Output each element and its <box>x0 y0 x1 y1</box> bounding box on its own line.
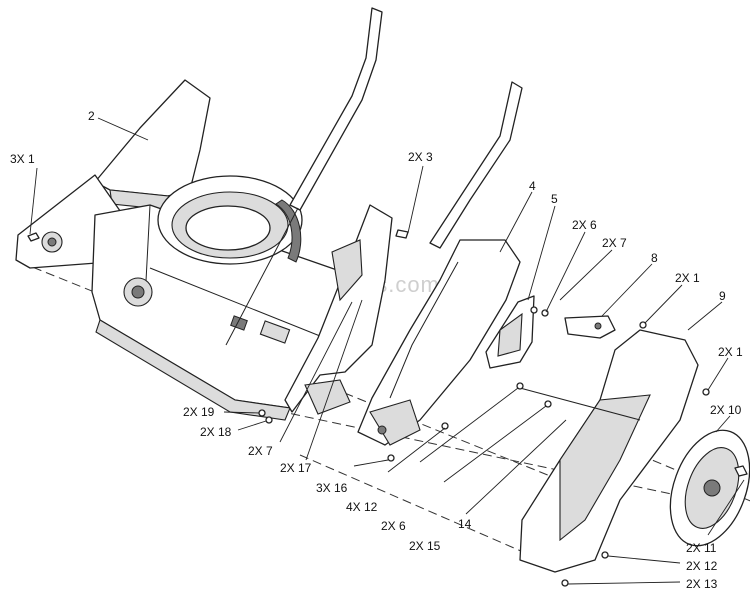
callout-2x7-top: 2X 7 <box>602 236 627 250</box>
part-left-screw <box>27 232 40 242</box>
part-handle-rear <box>225 7 383 346</box>
part-left-mounting-plate <box>284 204 393 415</box>
callout-2x10: 2X 10 <box>710 403 742 417</box>
callout-2x15: 2X 15 <box>409 539 441 553</box>
part-right-side-cover <box>519 329 699 573</box>
part-bracket <box>485 295 535 369</box>
callout-2x13: 2X 13 <box>686 577 718 591</box>
callout-2x17: 2X 17 <box>280 461 312 475</box>
callout-3x1-left: 3X 1 <box>10 152 35 166</box>
callout-2x7-bottom: 2X 7 <box>248 444 273 458</box>
callout-2x1-right: 2X 1 <box>718 345 743 359</box>
callout-2: 2 <box>88 109 95 123</box>
part-handle-front <box>429 81 523 249</box>
part-axle-and-hardware <box>258 229 748 587</box>
callout-2x3: 2X 3 <box>408 150 433 164</box>
callout-leader-lines <box>29 117 745 585</box>
callout-2x19: 2X 19 <box>183 405 215 419</box>
part-small-bracket <box>564 315 616 339</box>
callout-2x1-mid: 2X 1 <box>675 271 700 285</box>
callout-8: 8 <box>651 251 658 265</box>
callout-9: 9 <box>719 289 726 303</box>
part-center-frame-plate <box>357 239 521 446</box>
callout-2x6-bottom: 2X 6 <box>381 519 406 533</box>
callout-labels: 3X 1 2 2X 3 4 5 2X 6 2X 7 8 2X 1 9 2X 1 … <box>10 109 743 591</box>
callout-14: 14 <box>458 517 472 531</box>
callout-2x12: 2X 12 <box>686 559 718 573</box>
part-discharge-chute-ring <box>157 175 303 265</box>
callout-3x16: 3X 16 <box>316 481 348 495</box>
callout-2x6-top: 2X 6 <box>572 218 597 232</box>
callout-2x18: 2X 18 <box>200 425 232 439</box>
callout-4x12: 4X 12 <box>346 500 378 514</box>
part-wheel <box>669 429 750 547</box>
callout-4: 4 <box>529 179 536 193</box>
callout-2x11: 2X 11 <box>686 541 717 555</box>
callout-5: 5 <box>551 192 558 206</box>
